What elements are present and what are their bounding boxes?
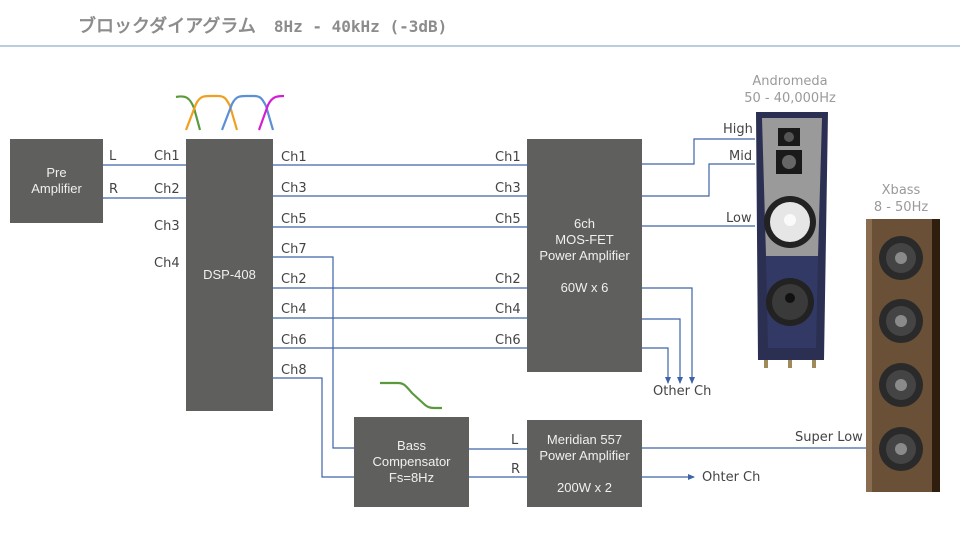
meridian-line2: Power Amplifier bbox=[539, 447, 630, 463]
andromeda-caption: Andromeda 50 - 40,000Hz bbox=[730, 73, 850, 107]
amp-in-label: Ch5 bbox=[495, 212, 521, 227]
dsp-block: DSP-408 bbox=[186, 139, 273, 411]
dsp-in-label: Ch2 bbox=[154, 182, 180, 197]
meridian-power: 200W x 2 bbox=[557, 479, 612, 495]
speaker-in-high: High bbox=[723, 122, 753, 137]
pre-amplifier-line2: Amplifier bbox=[31, 181, 82, 196]
dsp-out-label: Ch3 bbox=[281, 181, 307, 196]
xbass-name: Xbass bbox=[881, 183, 921, 198]
dsp-in-label: Ch4 bbox=[154, 256, 180, 271]
bass-comp-line3: Fs=8Hz bbox=[388, 470, 435, 485]
meridian-amplifier-block: Meridian 557 Power Amplifier 200W x 2 bbox=[527, 420, 642, 507]
title-main: ブロックダイアグラム bbox=[78, 16, 256, 37]
bass-compensator-block: Bass Compensator Fs=8Hz bbox=[354, 417, 469, 507]
dsp-out-label: Ch4 bbox=[281, 302, 307, 317]
meridian-in-L: L bbox=[511, 433, 519, 448]
speaker-in-mid: Mid bbox=[729, 149, 753, 164]
super-low-label: Super Low bbox=[795, 430, 863, 445]
speaker-in-low: Low bbox=[726, 211, 752, 226]
filter-curve-blue bbox=[220, 94, 275, 131]
amp-6ch-line2: MOS-FET bbox=[555, 231, 614, 247]
lowpass-curve-icon bbox=[380, 381, 442, 410]
power-amplifier-6ch-block: 6ch MOS-FET Power Amplifier 60W x 6 bbox=[527, 139, 642, 372]
page-title: ブロックダイアグラム 8Hz - 40kHz (-3dB) bbox=[78, 12, 447, 38]
filter-curve-orange bbox=[184, 94, 239, 131]
dsp-out-label: Ch5 bbox=[281, 212, 307, 227]
header-divider bbox=[0, 45, 960, 47]
title-frequency-range: 8Hz - 40kHz (-3dB) bbox=[273, 17, 448, 36]
meridian-line1: Meridian 557 bbox=[546, 431, 623, 447]
andromeda-speaker-icon bbox=[756, 112, 828, 368]
wire-dsp-ch8 bbox=[273, 377, 354, 478]
amp-in-label: Ch2 bbox=[495, 272, 521, 287]
crossover-curves-icon bbox=[175, 94, 285, 131]
dsp-out-label: Ch2 bbox=[281, 272, 307, 287]
dsp-out-label: Ch7 bbox=[281, 242, 307, 257]
wire-other-ch6 bbox=[642, 347, 671, 384]
wire-dsp-ch7 bbox=[273, 256, 354, 449]
ohter-ch-label: Ohter Ch bbox=[702, 470, 761, 485]
wire-mid bbox=[642, 163, 755, 197]
bass-comp-line2: Compensator bbox=[372, 454, 451, 469]
pre-amplifier-block: Pre Amplifier bbox=[10, 139, 103, 223]
wire-high bbox=[642, 138, 755, 165]
pre-amplifier-line1: Pre bbox=[46, 165, 67, 180]
amp-6ch-line3: Power Amplifier bbox=[539, 247, 630, 263]
xbass-range: 8 - 50Hz bbox=[873, 200, 929, 215]
wire-other-ch4 bbox=[642, 318, 683, 384]
pre-out-label-L: L bbox=[109, 149, 117, 164]
dsp-in-label: Ch1 bbox=[154, 149, 180, 164]
xbass-speaker-icon bbox=[866, 219, 940, 492]
pre-out-label-R: R bbox=[109, 182, 119, 197]
dsp-out-label: Ch8 bbox=[281, 363, 307, 378]
dsp-out-label: Ch1 bbox=[281, 150, 307, 165]
andromeda-range: 50 - 40,000Hz bbox=[744, 91, 836, 106]
amp-in-label: Ch1 bbox=[495, 150, 521, 165]
dsp-in-label: Ch3 bbox=[154, 219, 180, 234]
amp-6ch-line1: 6ch bbox=[574, 215, 595, 231]
amp-6ch-power: 60W x 6 bbox=[560, 279, 609, 295]
other-ch-label: Other Ch bbox=[653, 384, 712, 399]
dsp-out-label: Ch6 bbox=[281, 333, 307, 348]
bass-comp-line1: Bass bbox=[397, 438, 426, 453]
dsp-label: DSP-408 bbox=[203, 267, 256, 282]
meridian-in-R: R bbox=[511, 462, 521, 477]
amp-in-label: Ch6 bbox=[495, 333, 521, 348]
amp-in-label: Ch4 bbox=[495, 302, 521, 317]
wire-other-ch2 bbox=[642, 287, 695, 384]
filter-curve-magenta bbox=[257, 94, 285, 131]
xbass-caption: Xbass 8 - 50Hz bbox=[850, 182, 952, 216]
andromeda-name: Andromeda bbox=[752, 74, 828, 89]
amp-in-label: Ch3 bbox=[495, 181, 521, 196]
